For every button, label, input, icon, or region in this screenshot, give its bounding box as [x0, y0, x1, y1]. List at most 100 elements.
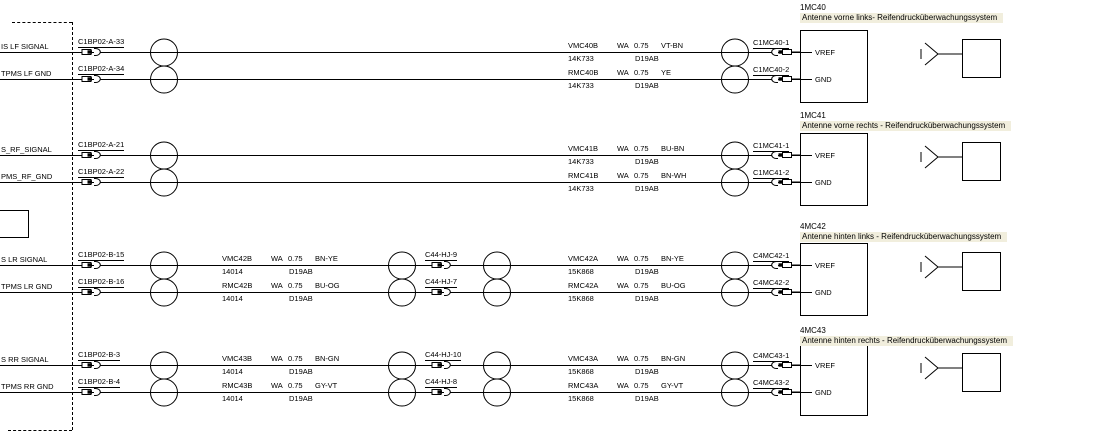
- connector-pin-label: C1BP02-B-3: [78, 350, 121, 361]
- ecu-pin-label: VREF: [815, 151, 836, 160]
- signal-label: IS LF SIGNAL: [1, 42, 49, 51]
- wire-spec-label: WA: [271, 381, 283, 390]
- twisted-pair-icon: [150, 251, 178, 307]
- signal-label: S LR SIGNAL: [1, 255, 48, 264]
- terminal-icon: [771, 75, 800, 83]
- ecu-box: [800, 243, 868, 316]
- harness-boundary-top: [12, 22, 72, 23]
- wire-code-label: D19AB: [635, 81, 659, 90]
- wire-ground: [0, 182, 800, 183]
- wire-spec-label: WA: [617, 144, 629, 153]
- wire-harness-label: 14014: [222, 394, 243, 403]
- signal-label: TPMS LF GND: [1, 69, 52, 78]
- wire-harness-label: 15K868: [568, 394, 594, 403]
- antenna-section-rear-right: S RR SIGNAL TPMS RR GND C1BP02-B-3 C1BP0…: [0, 313, 1096, 423]
- twisted-pair-icon: [721, 38, 749, 94]
- connector-pin-label: C4MC43-1: [753, 351, 790, 362]
- wire-code-label: D19AB: [289, 394, 313, 403]
- wire-code-label: D19AB: [289, 267, 313, 276]
- ecu-pin-label: GND: [815, 288, 832, 297]
- wire-code-label: D19AB: [635, 394, 659, 403]
- connector-pin-label: C1BP02-B-15: [78, 250, 125, 261]
- ecu-pin-label: VREF: [815, 48, 836, 57]
- twisted-pair-icon: [388, 251, 416, 307]
- wire-signal: [0, 365, 800, 366]
- connector-pin-label: C1BP02-B-4: [78, 377, 121, 388]
- connector-pin-label: C4MC43-2: [753, 378, 790, 389]
- wire-spec-label: WA: [271, 354, 283, 363]
- connector-pin-label: C1BP02-B-16: [78, 277, 125, 288]
- connector-pin-label: C1MC40-2: [753, 65, 790, 76]
- terminal-icon: [81, 361, 101, 369]
- wire-harness-label: 15K868: [568, 294, 594, 303]
- terminal-icon: [431, 388, 451, 396]
- ecu-pin-label: VREF: [815, 361, 836, 370]
- component-title: Antenne vorne links- Reifendrucküberwach…: [800, 13, 1004, 23]
- wire-circuit-label: RMC43A: [568, 381, 599, 390]
- pin-stub: [800, 182, 812, 183]
- wire-size-label: 0.75: [288, 354, 303, 363]
- signal-label: TPMS RR GND: [1, 382, 54, 391]
- wire-spec-label: WA: [617, 171, 629, 180]
- pin-stub: [800, 365, 812, 366]
- wire-color-label: BU-OG: [315, 281, 340, 290]
- twisted-pair-icon: [150, 141, 178, 197]
- wire-signal: [0, 155, 800, 156]
- harness-boundary-vertical: [72, 22, 73, 430]
- wire-code-label: D19AB: [635, 184, 659, 193]
- terminal-icon: [771, 288, 800, 296]
- ecu-pin-label: GND: [815, 388, 832, 397]
- antenna-icon: [920, 255, 962, 279]
- wire-circuit-label: VMC43B: [222, 354, 253, 363]
- twisted-pair-icon: [388, 351, 416, 407]
- ecu-pin-label: GND: [815, 178, 832, 187]
- wire-signal: [0, 265, 800, 266]
- pin-stub: [800, 79, 812, 80]
- twisted-pair-icon: [483, 251, 511, 307]
- wire-code-label: D19AB: [635, 294, 659, 303]
- wire-circuit-label: VMC42B: [222, 254, 253, 263]
- antenna-module-box: [962, 39, 1001, 78]
- pin-stub: [800, 52, 812, 53]
- wire-spec-label: WA: [617, 254, 629, 263]
- signal-label: PMS_RF_GND: [1, 172, 53, 181]
- antenna-section-front-right: S_RF_SIGNAL PMS_RF_GND C1BP02-A-21 C1BP0…: [0, 103, 1096, 213]
- wire-circuit-label: RMC42A: [568, 281, 599, 290]
- terminal-icon: [81, 388, 101, 396]
- signal-label: S_RF_SIGNAL: [1, 145, 52, 154]
- antenna-icon: [920, 356, 962, 380]
- wire-color-label: BN-GN: [315, 354, 340, 363]
- terminal-icon: [81, 178, 101, 186]
- ecu-pin-label: GND: [815, 75, 832, 84]
- wire-circuit-label: RMC41B: [568, 171, 599, 180]
- pin-stub: [800, 265, 812, 266]
- wire-ground: [0, 79, 800, 80]
- wire-code-label: D19AB: [635, 267, 659, 276]
- antenna-module-box: [962, 353, 1001, 392]
- wire-harness-label: 14K733: [568, 184, 594, 193]
- connector-pin-label: C44-HJ-8: [425, 377, 458, 388]
- terminal-icon: [81, 261, 101, 269]
- wire-circuit-label: VMC42A: [568, 254, 599, 263]
- component-title: Antenne vorne rechts - Reifendrucküberwa…: [800, 121, 1012, 131]
- component-code: 4MC43: [800, 326, 826, 335]
- wire-circuit-label: VMC41B: [568, 144, 599, 153]
- wire-ground: [0, 392, 800, 393]
- terminal-icon: [431, 288, 451, 296]
- wire-color-label: GY-VT: [315, 381, 338, 390]
- wire-spec-label: WA: [617, 381, 629, 390]
- wire-harness-label: 14014: [222, 267, 243, 276]
- wire-spec-label: WA: [617, 281, 629, 290]
- wire-size-label: 0.75: [288, 281, 303, 290]
- connector-pin-label: C4MC42-2: [753, 278, 790, 289]
- connector-pin-label: C1BP02-A-33: [78, 37, 125, 48]
- wire-harness-label: 15K868: [568, 367, 594, 376]
- wire-spec-label: WA: [617, 41, 629, 50]
- terminal-icon: [771, 388, 800, 396]
- component-code: 4MC42: [800, 222, 826, 231]
- wire-size-label: 0.75: [634, 68, 649, 77]
- connector-pin-label: C1MC40-1: [753, 38, 790, 49]
- connector-pin-label: C1MC41-2: [753, 168, 790, 179]
- wire-code-label: D19AB: [289, 294, 313, 303]
- terminal-icon: [431, 361, 451, 369]
